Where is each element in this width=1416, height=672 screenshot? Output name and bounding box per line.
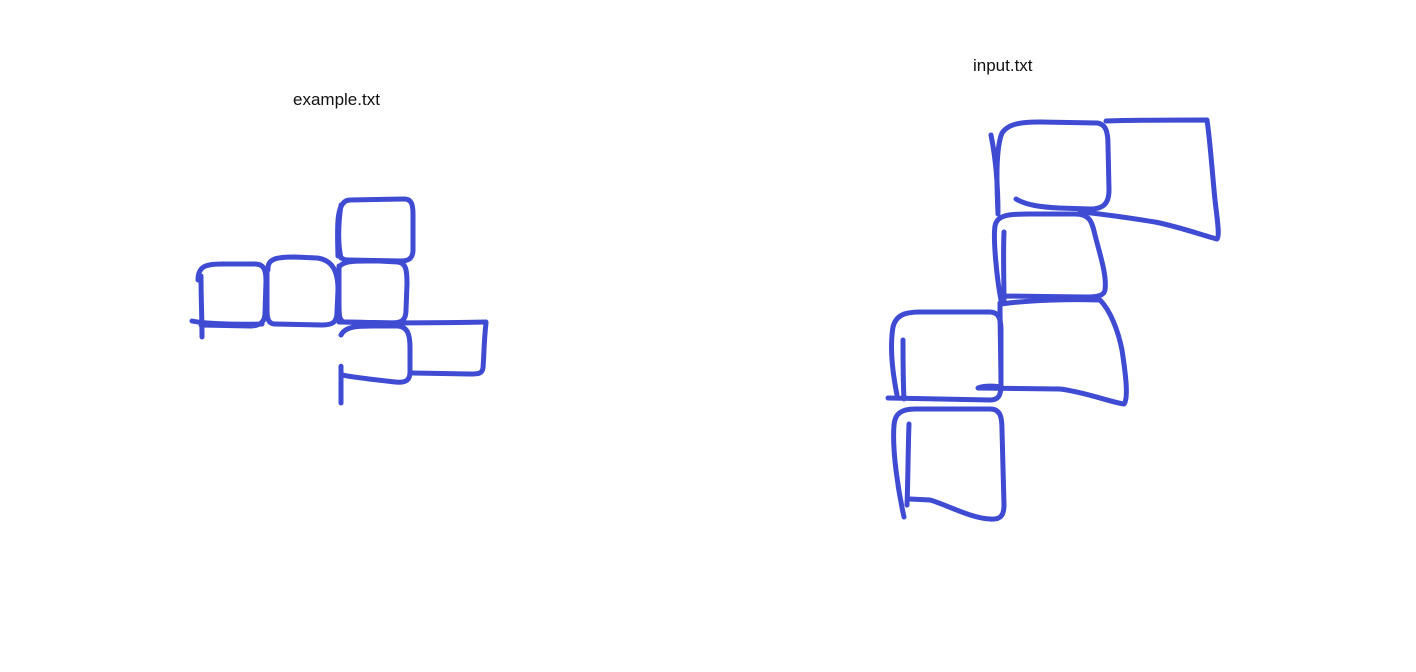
- example-square-left: [189, 261, 269, 340]
- input-square-top-left: [988, 119, 1112, 217]
- input-label: input.txt: [973, 56, 1033, 75]
- input-square-left: [885, 309, 1004, 403]
- example-sketch: [189, 196, 489, 406]
- input-sketch: [885, 117, 1221, 522]
- example-square-center: [336, 258, 410, 326]
- input-square-top-right: [1077, 117, 1221, 242]
- input-square-second: [991, 211, 1108, 305]
- example-square-top: [334, 196, 416, 264]
- input-square-bottom: [891, 406, 1007, 522]
- example-label: example.txt: [293, 90, 380, 109]
- example-square-middle: [264, 254, 341, 328]
- example-square-bottom: [336, 319, 489, 406]
- example-square-right: [410, 320, 489, 377]
